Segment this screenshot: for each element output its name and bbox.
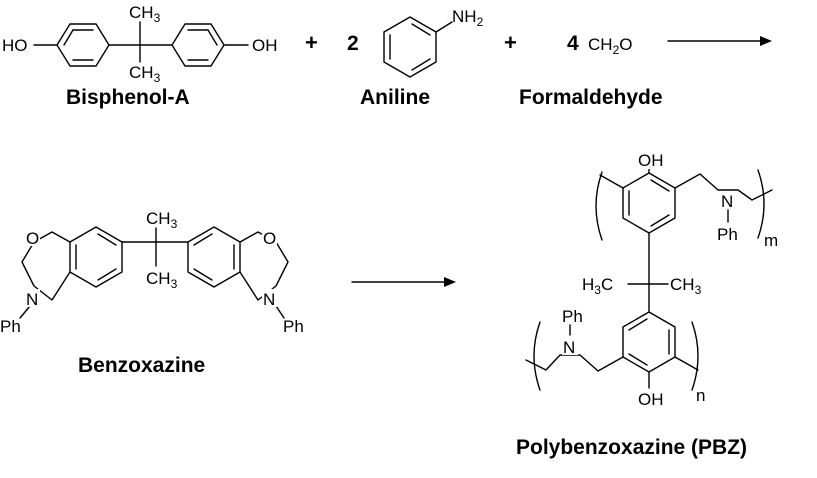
pbz-upper-right-chain	[674, 173, 773, 201]
pbz-oh-top: OH	[638, 151, 664, 170]
benzoxazine-right-oxazine	[239, 231, 289, 301]
pbz-subscript-m: m	[764, 231, 778, 250]
bisphenol-oh-label: OH	[252, 36, 278, 55]
pbz-lower-left-chain	[525, 354, 624, 372]
pbz-upper-double-1	[650, 179, 670, 192]
pbz-subscript-n: n	[696, 386, 705, 405]
aniline-structure: NH2	[383, 7, 484, 78]
aniline-coefficient: 2	[347, 32, 359, 55]
bisphenol-right-ring-double-3	[207, 29, 218, 46]
pbz-lower-left-bracket	[533, 321, 541, 391]
bisphenol-a-label: Bisphenol-A	[66, 86, 190, 109]
benzoxazine-o-right: O	[263, 229, 276, 248]
pbz-upper-left-chain	[599, 174, 624, 189]
benzoxazine-n-ph-left-bond	[19, 305, 31, 319]
reaction-arrow-2	[351, 277, 456, 287]
benzoxazine-o-left: O	[26, 229, 39, 248]
bisphenol-ch3-top-label: CH3	[129, 3, 161, 25]
pbz-upper-right-bracket	[757, 169, 765, 239]
formaldehyde-formula: CH2O	[588, 35, 632, 57]
aniline-label: Aniline	[360, 86, 430, 109]
benzoxazine-n-left: N	[26, 290, 38, 309]
pbz-h3c-label: H3C	[582, 275, 613, 297]
aniline-ring-double-2	[411, 58, 431, 71]
benzoxazine-ph-left: Ph	[0, 317, 21, 336]
benzoxazine-right-benzene	[187, 226, 241, 288]
pbz-ch3-label: CH3	[670, 275, 702, 297]
benzoxazine-left-benzene	[69, 226, 123, 288]
polybenzoxazine-label: Polybenzoxazine (PBZ)	[516, 436, 747, 459]
pbz-lower-ring	[622, 311, 676, 373]
bisphenol-right-ring	[171, 23, 225, 67]
pbz-lower-right-chain	[674, 356, 699, 371]
benzoxazine-left-oxazine	[21, 231, 71, 301]
pbz-lower-double-1	[628, 318, 648, 331]
pbz-n-top: N	[721, 192, 733, 211]
pbz-ph-top: Ph	[717, 225, 738, 244]
pbz-oh-bottom: OH	[638, 390, 664, 409]
bisphenol-left-ring-double-3	[63, 29, 74, 46]
formaldehyde-coefficient: 4	[567, 32, 579, 55]
benzoxazine-ch3-bottom: CH3	[146, 269, 178, 291]
pbz-n-bottom: N	[563, 338, 575, 357]
aniline-nh2-bond	[435, 21, 453, 33]
reaction-arrow-1	[667, 36, 772, 46]
pbz-upper-ring	[622, 172, 676, 234]
aniline-ring-double-1	[411, 23, 431, 36]
benzoxazine-n-right: N	[263, 290, 275, 309]
pbz-ph-bottom: Ph	[562, 307, 583, 326]
bisphenol-ho-label: HO	[2, 36, 28, 55]
benzoxazine-left-double-2	[97, 268, 117, 281]
bisphenol-ch3-bottom-label: CH3	[129, 63, 161, 85]
plus-sign-1: +	[305, 30, 318, 55]
plus-sign-2: +	[504, 30, 517, 55]
pbz-upper-double-2	[650, 214, 670, 227]
polybenzoxazine-structure: OH N Ph m H3C CH3 Ph N OH n	[525, 151, 778, 409]
benzoxazine-right-double-2	[193, 268, 213, 281]
benzoxazine-left-double-1	[97, 233, 117, 246]
benzoxazine-right-double-1	[193, 233, 213, 246]
aniline-nh2-label: NH2	[452, 7, 484, 29]
pbz-lower-double-2	[628, 353, 648, 366]
benzoxazine-ph-right: Ph	[283, 317, 304, 336]
benzoxazine-structure: O O N N Ph Ph CH3 CH3	[0, 209, 304, 336]
benzoxazine-label: Benzoxazine	[78, 354, 205, 377]
bisphenol-a-structure: HO OH CH3 CH3	[2, 3, 278, 85]
pbz-lower-right-bracket	[691, 321, 699, 391]
benzoxazine-n-ph-right-bond	[275, 305, 285, 319]
aniline-ring	[383, 16, 437, 78]
benzoxazine-ch3-top: CH3	[146, 209, 178, 231]
pbz-upper-left-bracket	[595, 171, 603, 241]
formaldehyde-label: Formaldehyde	[519, 86, 663, 109]
